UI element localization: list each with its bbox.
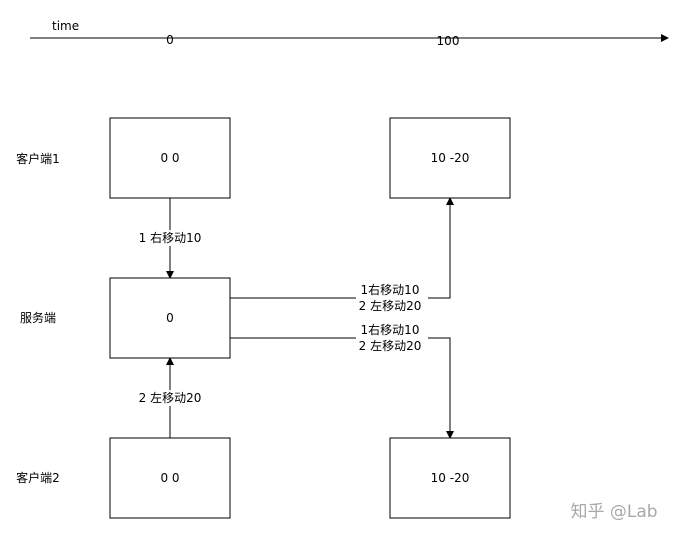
timeline-tick-0: 0 bbox=[166, 33, 174, 47]
edge-server-to-client1 bbox=[230, 197, 454, 299]
box-client2-t100: 10 -20 bbox=[389, 437, 511, 519]
row-labels: 客户端1 服务端 客户端2 bbox=[16, 151, 60, 485]
label-server-to-client1-line1: 1右移动10 bbox=[361, 282, 420, 297]
label-server-to-client2-line2: 2 左移动20 bbox=[359, 338, 422, 353]
row-label-client1: 客户端1 bbox=[16, 151, 60, 166]
box-client2-t0: 0 0 bbox=[109, 437, 231, 519]
boxes: 0 0 0 0 0 10 -20 10 -20 bbox=[109, 117, 511, 519]
edge-server-to-client2 bbox=[230, 337, 454, 439]
box-client2-t100-text: 10 -20 bbox=[431, 471, 470, 485]
box-client1-t100: 10 -20 bbox=[389, 117, 511, 199]
timeline-tick-100: 100 bbox=[437, 34, 460, 48]
label-client1-to-server: 1 右移动10 bbox=[139, 230, 202, 245]
edge-labels: 1 右移动10 2 左移动20 1右移动10 2 左移动20 1右移动10 2 … bbox=[136, 230, 428, 406]
label-client2-to-server: 2 左移动20 bbox=[139, 390, 202, 405]
box-client1-t100-text: 10 -20 bbox=[431, 151, 470, 165]
box-client2-t0-text: 0 0 bbox=[160, 471, 179, 485]
label-server-to-client2-line1: 1右移动10 bbox=[361, 322, 420, 337]
box-server-t0: 0 bbox=[109, 277, 231, 359]
timeline: time 0 100 bbox=[30, 19, 669, 48]
row-label-client2: 客户端2 bbox=[16, 470, 60, 485]
box-client1-t0: 0 0 bbox=[109, 117, 231, 199]
row-label-server: 服务端 bbox=[20, 310, 56, 325]
box-client1-t0-text: 0 0 bbox=[160, 151, 179, 165]
box-server-t0-text: 0 bbox=[166, 311, 174, 325]
label-server-to-client1-line2: 2 左移动20 bbox=[359, 298, 422, 313]
watermark: 知乎 @Lab bbox=[570, 502, 657, 522]
timeline-label: time bbox=[52, 19, 79, 33]
